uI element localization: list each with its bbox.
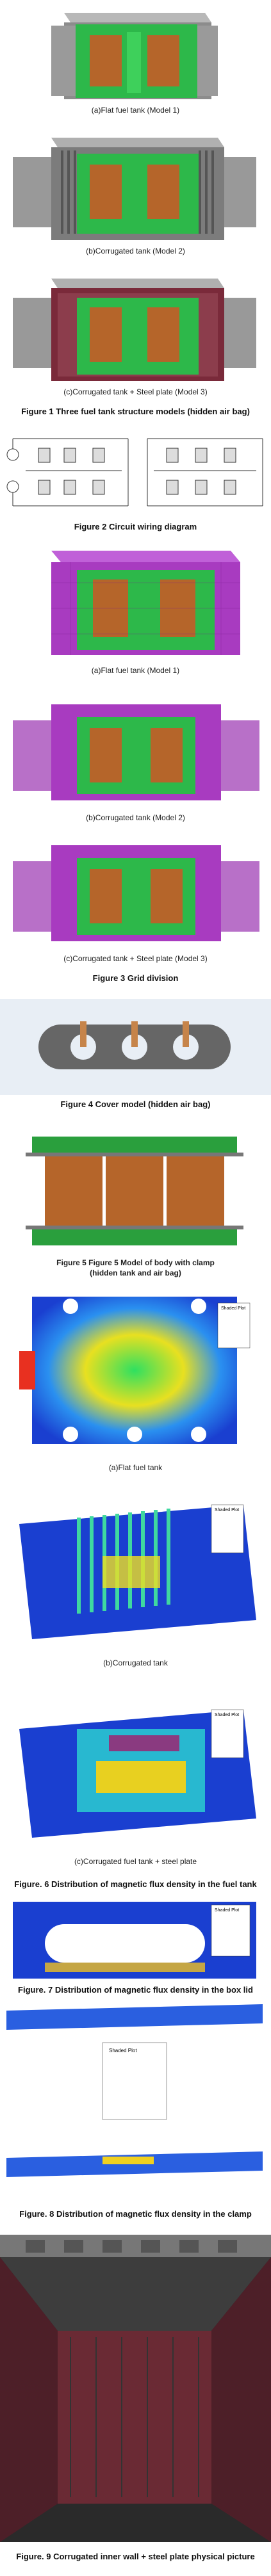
caption-fig5-line2: (hidden tank and air bag)	[90, 1268, 181, 1277]
legend-title-6a: Shaded Plot	[221, 1306, 245, 1311]
caption-fig1: Figure 1 Three fuel tank structure model…	[21, 407, 250, 416]
figure-6a-flux-flat-tank: Shaded Plot	[0, 1287, 271, 1454]
caption-fig3: Figure 3 Grid division	[92, 973, 179, 983]
legend-title-7: Shaded Plot	[215, 1908, 239, 1913]
figure-6b-flux-corrugated-tank: Shaded Plot	[0, 1486, 271, 1652]
figure-4-cover-model	[0, 999, 271, 1095]
caption-fig3c: (c)Corrugated tank + Steel plate (Model …	[63, 954, 208, 963]
figure-3b-mesh-corrugated-tank	[0, 688, 271, 807]
legend-title-6b: Shaded Plot	[215, 1508, 239, 1512]
legend-title-6c: Shaded Plot	[215, 1713, 239, 1717]
figure-1b-corrugated-tank-model	[0, 125, 271, 243]
figure-5-body-with-clamp	[0, 1127, 271, 1255]
caption-fig6b: (b)Corrugated tank	[103, 1658, 168, 1667]
caption-fig7: Figure. 7 Distribution of magnetic flux …	[18, 1985, 253, 1995]
figure-1a-flat-tank-model	[0, 6, 271, 102]
figure-1c-corrugated-steel-plate-model	[0, 269, 271, 384]
caption-fig1b: (b)Corrugated tank (Model 2)	[86, 247, 185, 255]
caption-fig9: Figure. 9 Corrugated inner wall + steel …	[16, 2552, 255, 2561]
legend-title-8: Shaded Plot	[109, 2048, 137, 2054]
caption-fig3a: (a)Flat fuel tank (Model 1)	[91, 666, 180, 675]
figure-9-physical-photo	[0, 2235, 271, 2542]
caption-fig1a: (a)Flat fuel tank (Model 1)	[91, 106, 180, 115]
caption-fig3b: (b)Corrugated tank (Model 2)	[86, 813, 185, 822]
caption-fig2: Figure 2 Circuit wiring diagram	[74, 522, 197, 531]
caption-fig8: Figure. 8 Distribution of magnetic flux …	[19, 2209, 252, 2219]
caption-fig6c: (c)Corrugated fuel tank + steel plate	[74, 1857, 197, 1866]
caption-fig6a: (a)Flat fuel tank	[108, 1463, 163, 1472]
figure-3a-mesh-flat-tank	[0, 544, 271, 660]
caption-fig5-line1: Figure 5 Figure 5 Model of body with cla…	[56, 1258, 215, 1267]
caption-fig6: Figure. 6 Distribution of magnetic flux …	[14, 1879, 257, 1889]
figure-2-circuit-diagram	[0, 426, 271, 515]
figure-6c-flux-steel-plate: Shaded Plot	[0, 1684, 271, 1851]
figure-3c-mesh-steel-plate	[0, 832, 271, 948]
figure-7-flux-box-lid: Shaded Plot	[0, 1899, 271, 1982]
caption-fig4: Figure 4 Cover model (hidden air bag)	[60, 1099, 211, 1109]
caption-fig1c: (c)Corrugated tank + Steel plate (Model …	[63, 387, 208, 396]
figure-8-flux-clamp: Shaded Plot	[0, 1998, 271, 2203]
